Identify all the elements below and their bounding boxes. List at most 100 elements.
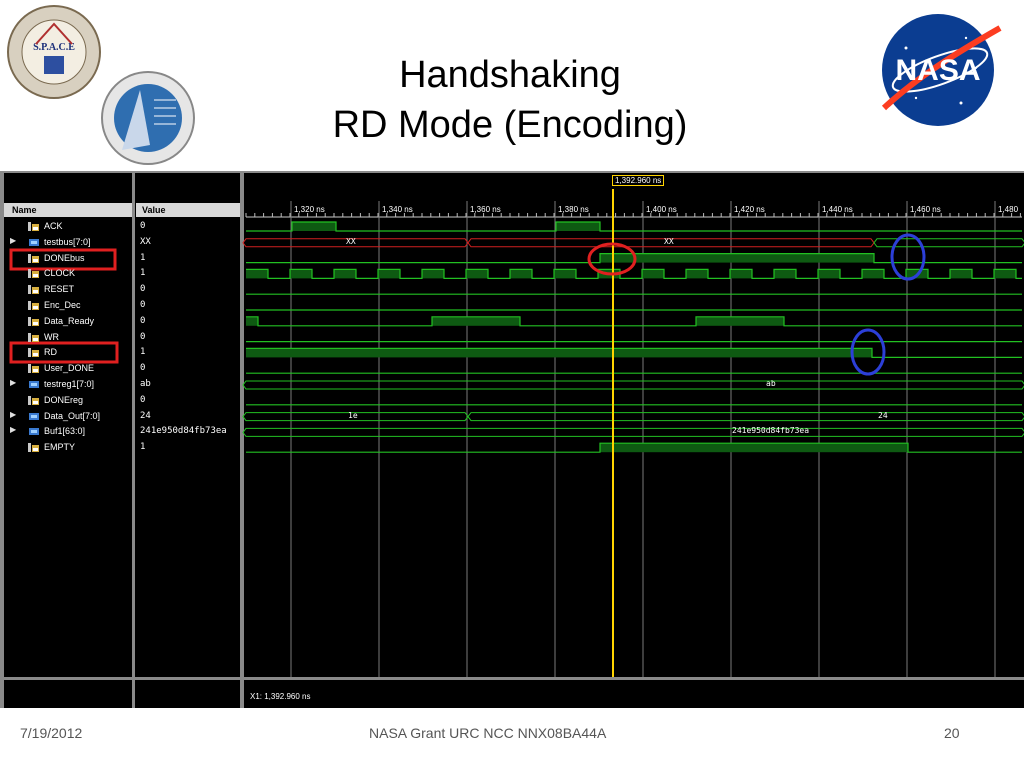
expand-arrow-icon[interactable]: ▶ [10,235,17,245]
signal-value: 1 [140,268,146,279]
signal-name[interactable]: testbus[7:0] [44,236,91,247]
signal-name[interactable]: DONEbus [44,252,85,263]
signal-value: XX [140,236,151,247]
donebus-wave [246,253,1022,264]
clock-wave-high-fill [642,269,664,279]
signal-value: 0 [140,315,146,326]
highlight-box-rd [9,341,119,364]
rd-wave [246,347,1022,358]
signal-value: 0 [140,363,146,374]
clock-wave-high-fill [290,269,312,279]
signal-icon [28,363,40,374]
bus-signal-icon [28,426,40,437]
time-tick-label: 1,480 [998,205,1019,214]
highlight-circle-blue-1 [890,233,926,281]
data-ready-wave [246,316,1022,327]
signal-icon [28,442,40,453]
bus-value-label: 1e [348,410,358,420]
data-out-wave [467,412,1024,422]
clock-wave-high-fill [554,269,576,279]
signal-value: 1 [140,252,146,263]
signal-name[interactable]: ACK [44,221,63,231]
signal-icon [28,284,40,295]
cursor-time-label[interactable]: 1,392.960 ns [612,175,665,186]
clock-wave-high-fill [950,269,972,279]
signal-name[interactable]: RD [44,347,57,358]
space-logo: S.P.A.C.E [7,5,101,99]
signal-value: 0 [140,331,146,342]
clock-wave-high-fill [378,269,400,279]
signal-name[interactable]: RESET [44,284,75,295]
clock-wave-high-fill [818,269,840,279]
clock-wave-high-fill [246,269,268,279]
highlight-circle-blue-2 [850,328,886,376]
time-tick-label: 1,320 ns [294,205,325,214]
clock-wave-high-fill [774,269,796,279]
rd-wave-high-fill [246,348,872,358]
signal-icon [28,221,40,232]
time-tick-label: 1,440 ns [822,205,853,214]
signal-name[interactable]: WR [44,331,59,342]
ack-wave [246,221,1022,232]
expand-arrow-icon[interactable]: ▶ [10,409,17,419]
signal-name[interactable]: EMPTY [44,442,76,453]
slide-title-line1: Handshaking [399,54,621,96]
signal-value: 0 [140,300,146,310]
clock-wave-high-fill [862,269,884,279]
footer-page-number: 20 [944,725,960,741]
clock-wave-high-fill [510,269,532,279]
slide-title: Handshaking RD Mode (Encoding) [250,50,770,150]
empty-wave [246,442,1022,453]
signal-value: 0 [140,284,146,295]
bus-signal-icon [28,379,40,390]
signal-icon [28,316,40,327]
data-ready-wave-high-fill [246,316,258,326]
signal-value: 1 [140,442,146,453]
lab-logo [101,71,195,165]
testbus-wave [873,238,1024,248]
bus-value-label: 24 [878,410,888,420]
value-column-header[interactable]: Value [142,205,166,215]
empty-wave-high-fill [600,443,908,453]
expand-arrow-icon[interactable]: ▶ [10,378,17,387]
data-ready-wave-high-fill [432,316,520,326]
bus-value-label: 241e950d84fb73ea [732,426,810,436]
ack-wave-high-fill [292,222,336,231]
signal-name[interactable]: Enc_Dec [44,300,81,310]
signal-icon [28,332,40,343]
time-tick-label: 1,400 ns [646,205,677,214]
expand-arrow-icon[interactable]: ▶ [10,425,17,435]
signal-value: 1 [140,347,146,358]
signal-name[interactable]: Data_Out[7:0] [44,410,101,421]
bus-value-label: ab [766,379,776,388]
clock-wave-high-fill [994,269,1016,279]
bus-value-label: XX [664,236,674,246]
signal-icon [28,347,40,358]
signal-name[interactable]: DONEreg [44,394,84,405]
signal-value: 241e950d84fb73ea [140,426,227,437]
footer-date: 7/19/2012 [20,725,83,741]
ack-wave-high-fill [556,222,600,231]
signal-value: ab [140,379,151,389]
bus-signal-icon [28,237,40,248]
value-header-bar [136,203,240,217]
signal-name[interactable]: Data_Ready [44,315,95,326]
name-column-header[interactable]: Name [12,205,37,215]
signal-name[interactable]: User_DONE [44,363,95,374]
signal-value: 0 [140,221,146,231]
signal-name[interactable]: testreg1[7:0] [44,379,95,389]
signal-icon [28,395,40,406]
data-ready-wave-high-fill [696,316,784,326]
signal-name[interactable]: Buf1[63:0] [44,426,86,437]
testreg1-wave [242,380,1024,390]
bus-signal-icon [28,411,40,422]
time-tick-label: 1,380 ns [558,205,589,214]
clock-wave-high-fill [466,269,488,279]
signal-icon [28,268,40,279]
signal-name[interactable]: CLOCK [44,268,76,279]
time-tick-label: 1,460 ns [910,205,941,214]
signal-icon [28,253,40,264]
clock-wave [246,268,1022,279]
bus-value-label: XX [346,236,356,246]
